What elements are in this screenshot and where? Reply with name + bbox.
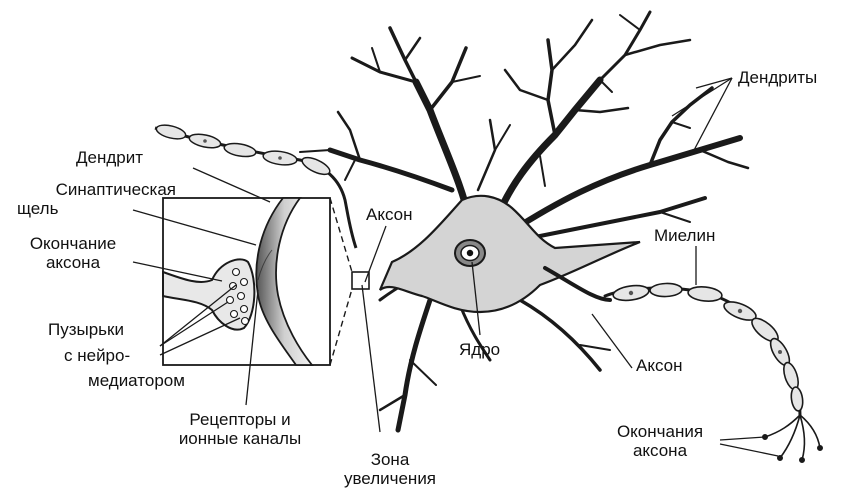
nucleus — [455, 240, 485, 266]
label-axon-ending-line2: аксона — [6, 253, 140, 272]
label-receptors-line1: Рецепторы и — [140, 410, 340, 429]
label-receptors-line2: ионные каналы — [140, 429, 340, 448]
label-nucleus: Ядро — [459, 340, 500, 359]
label-synaptic-cleft-line1: Синаптическая — [0, 180, 176, 199]
label-dendrite: Дендрит — [76, 148, 143, 167]
label-vesicles-line1: Пузырьки — [36, 320, 185, 339]
label-receptors: Рецепторы и ионные каналы — [140, 410, 340, 448]
label-axon-endings-line2: аксона — [595, 441, 725, 460]
zoom-zone-marker — [352, 272, 369, 289]
label-dendrites: Дендриты — [738, 68, 817, 87]
cell-body — [380, 196, 640, 312]
label-vesicles-line2: с нейро- — [36, 346, 185, 365]
label-vesicles: Пузырьки с нейро- медиатором — [36, 320, 185, 390]
label-myelin: Миелин — [654, 226, 715, 245]
label-zoom-zone: Зона увеличения — [330, 450, 450, 488]
label-zoom-zone-line1: Зона — [330, 450, 450, 469]
label-axon-top: Аксон — [366, 205, 413, 224]
label-axon-ending-line1: Окончание — [6, 234, 140, 253]
label-axon-right: Аксон — [636, 356, 683, 375]
label-axon-endings-line1: Окончания — [595, 422, 725, 441]
synapse-inset — [163, 198, 330, 365]
label-synaptic-cleft: Синаптическая щель — [0, 180, 176, 218]
label-synaptic-cleft-line2: щель — [0, 199, 176, 218]
myelin-sheath — [612, 283, 804, 412]
label-axon-ending: Окончание аксона — [6, 234, 140, 272]
label-vesicles-line3: медиатором — [36, 371, 185, 390]
label-zoom-zone-line2: увеличения — [330, 469, 450, 488]
label-axon-endings: Окончания аксона — [595, 422, 725, 460]
